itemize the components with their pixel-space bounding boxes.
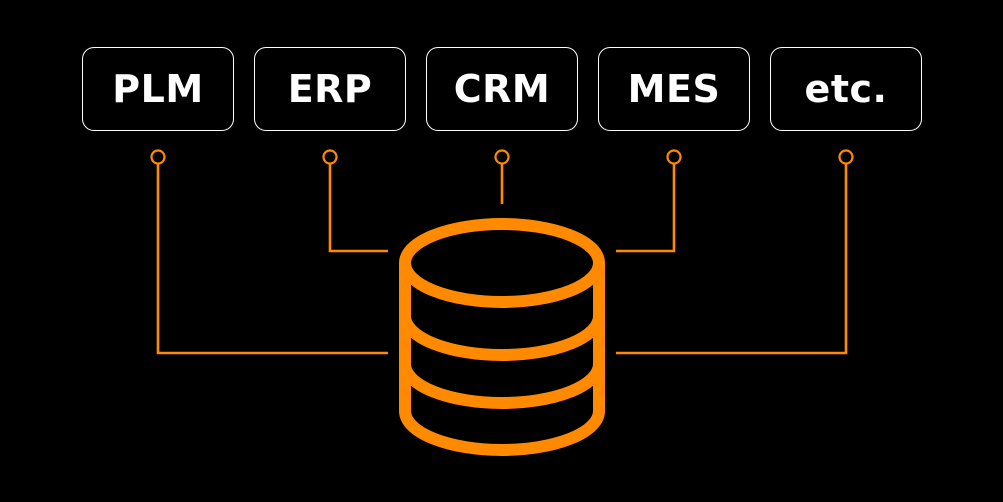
system-box-mes: MES	[598, 47, 750, 131]
system-box-crm: CRM	[426, 47, 578, 131]
port-crm	[494, 149, 510, 165]
connector-erp	[328, 163, 388, 253]
port-plm	[150, 149, 166, 165]
port-erp	[322, 149, 338, 165]
system-box-etc: etc.	[770, 47, 922, 131]
system-label-mes: MES	[627, 67, 721, 111]
connector-plm	[156, 163, 388, 355]
port-etc	[838, 149, 854, 165]
port-mes	[666, 149, 682, 165]
system-label-crm: CRM	[453, 67, 551, 111]
system-label-etc: etc.	[804, 67, 888, 111]
database-icon	[399, 218, 605, 456]
connector-mes	[616, 163, 676, 253]
system-box-plm: PLM	[82, 47, 234, 131]
system-label-erp: ERP	[287, 67, 373, 111]
system-box-erp: ERP	[254, 47, 406, 131]
system-label-plm: PLM	[112, 67, 204, 111]
connector-etc	[616, 163, 848, 355]
